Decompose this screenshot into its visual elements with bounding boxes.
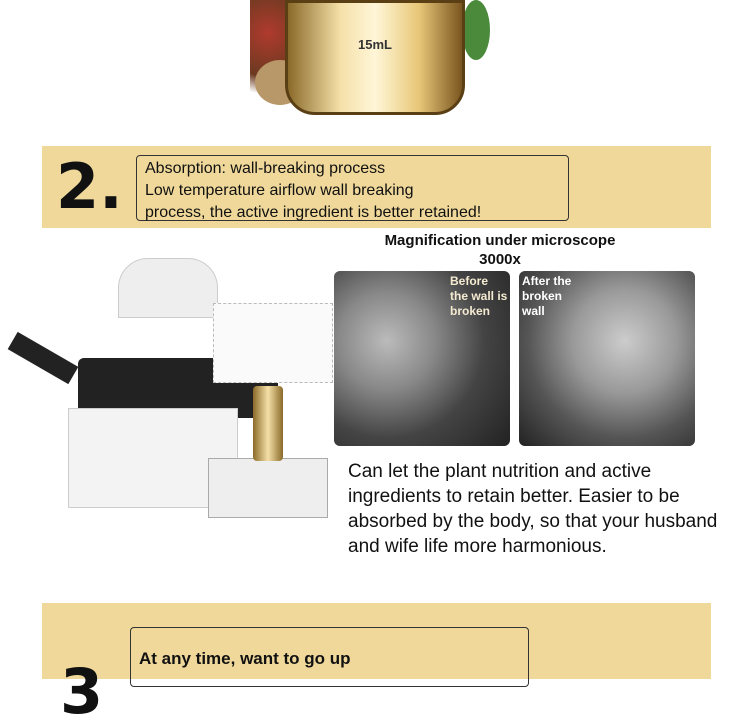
before-label: Before the wall is broken (450, 274, 508, 318)
section-2-bubble: Absorption: wall-breaking process Low te… (136, 155, 569, 221)
microscope-title: Magnification under microscope (384, 232, 616, 249)
section-3-banner (42, 603, 711, 679)
chemical-structure (213, 303, 333, 383)
heading-line: At any time, want to go up (139, 649, 351, 668)
microscope-image (7, 258, 333, 528)
text-line: process, the active ingredient is better… (145, 204, 482, 221)
bottle: 15mL (285, 0, 465, 115)
product-bottle-image: 15mL (250, 0, 490, 140)
serum-bottle (253, 386, 283, 461)
sem-after-image: After the broken wall (519, 271, 695, 446)
section-2-banner (42, 146, 711, 228)
after-label: After the broken wall (522, 274, 572, 318)
sem-before-image: Before the wall is broken (334, 271, 510, 446)
heading-line: Absorption: wall-breaking process (145, 160, 386, 177)
description-text: Can let the plant nutrition and active i… (348, 461, 718, 557)
magnification-label: 3000x (479, 251, 521, 268)
bottle-volume-label: 15mL (358, 37, 392, 52)
leaf (462, 0, 490, 60)
section-number: 2. (56, 150, 123, 223)
section-3-bubble: At any time, want to go up (130, 627, 529, 687)
text-line: Low temperature airflow wall breaking (145, 182, 414, 199)
section-number: 3 (60, 655, 104, 728)
